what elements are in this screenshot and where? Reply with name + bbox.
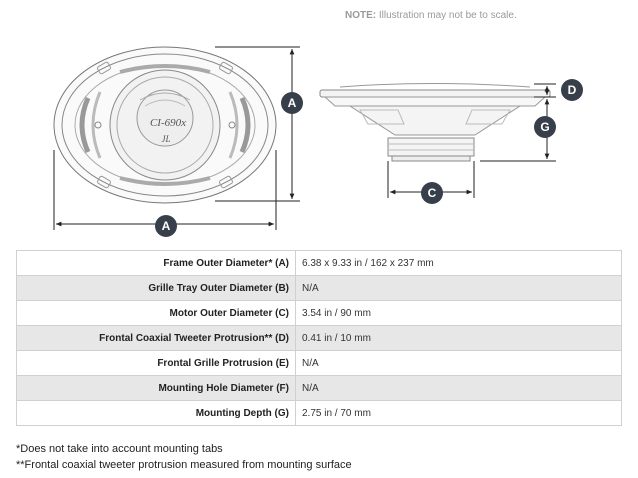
marker-a-vertical: A (281, 92, 303, 114)
spec-label: Mounting Hole Diameter (F) (16, 375, 296, 401)
spec-row: Mounting Hole Diameter (F) N/A (16, 375, 622, 401)
spec-value: 0.41 in / 10 mm (295, 325, 622, 351)
front-view-speaker (53, 46, 277, 204)
spec-value: N/A (295, 350, 622, 376)
speaker-dimension-drawing: CI-690x JL A A (53, 46, 583, 237)
spec-value: 6.38 x 9.33 in / 162 x 237 mm (295, 250, 622, 276)
svg-text:A: A (162, 219, 171, 233)
spec-value: N/A (295, 375, 622, 401)
side-view-speaker (319, 83, 551, 162)
jl-logo: JL (162, 134, 171, 144)
spec-value: 3.54 in / 90 mm (295, 300, 622, 326)
marker-a-horizontal: A (155, 215, 177, 237)
spec-label: Mounting Depth (G) (16, 400, 296, 426)
model-logo: CI-690x (150, 117, 186, 129)
spec-row: Motor Outer Diameter (C) 3.54 in / 90 mm (16, 300, 622, 326)
spec-value: 2.75 in / 70 mm (295, 400, 622, 426)
spec-row: Frontal Grille Protrusion (E) N/A (16, 350, 622, 376)
footnote-mounting-tabs: *Does not take into account mounting tab… (16, 443, 223, 455)
spec-label: Frame Outer Diameter* (A) (16, 250, 296, 276)
svg-text:D: D (568, 83, 577, 97)
marker-c: C (421, 182, 443, 204)
marker-d: D (561, 79, 583, 101)
svg-text:G: G (540, 120, 549, 134)
marker-g: G (534, 116, 556, 138)
front-vertical-dimension (215, 46, 300, 202)
footnote-tweeter-protrusion: **Frontal coaxial tweeter protrusion mea… (16, 459, 352, 471)
spec-label: Frontal Grille Protrusion (E) (16, 350, 296, 376)
scale-note: NOTE: Illustration may not be to scale. (345, 10, 517, 21)
spec-label: Frontal Coaxial Tweeter Protrusion** (D) (16, 325, 296, 351)
scale-note-text: Illustration may not be to scale. (376, 10, 517, 21)
scale-note-prefix: NOTE: (345, 10, 377, 21)
spec-row: Grille Tray Outer Diameter (B) N/A (16, 275, 622, 301)
spec-label: Grille Tray Outer Diameter (B) (16, 275, 296, 301)
spec-row: Frame Outer Diameter* (A) 6.38 x 9.33 in… (16, 250, 622, 276)
spec-table: Frame Outer Diameter* (A) 6.38 x 9.33 in… (16, 250, 622, 426)
spec-row: Frontal Coaxial Tweeter Protrusion** (D)… (16, 325, 622, 351)
spec-label: Motor Outer Diameter (C) (16, 300, 296, 326)
side-d-dimension (534, 83, 556, 98)
svg-text:A: A (288, 96, 297, 110)
spec-row: Mounting Depth (G) 2.75 in / 70 mm (16, 400, 622, 426)
spec-value: N/A (295, 275, 622, 301)
svg-text:C: C (428, 186, 437, 200)
